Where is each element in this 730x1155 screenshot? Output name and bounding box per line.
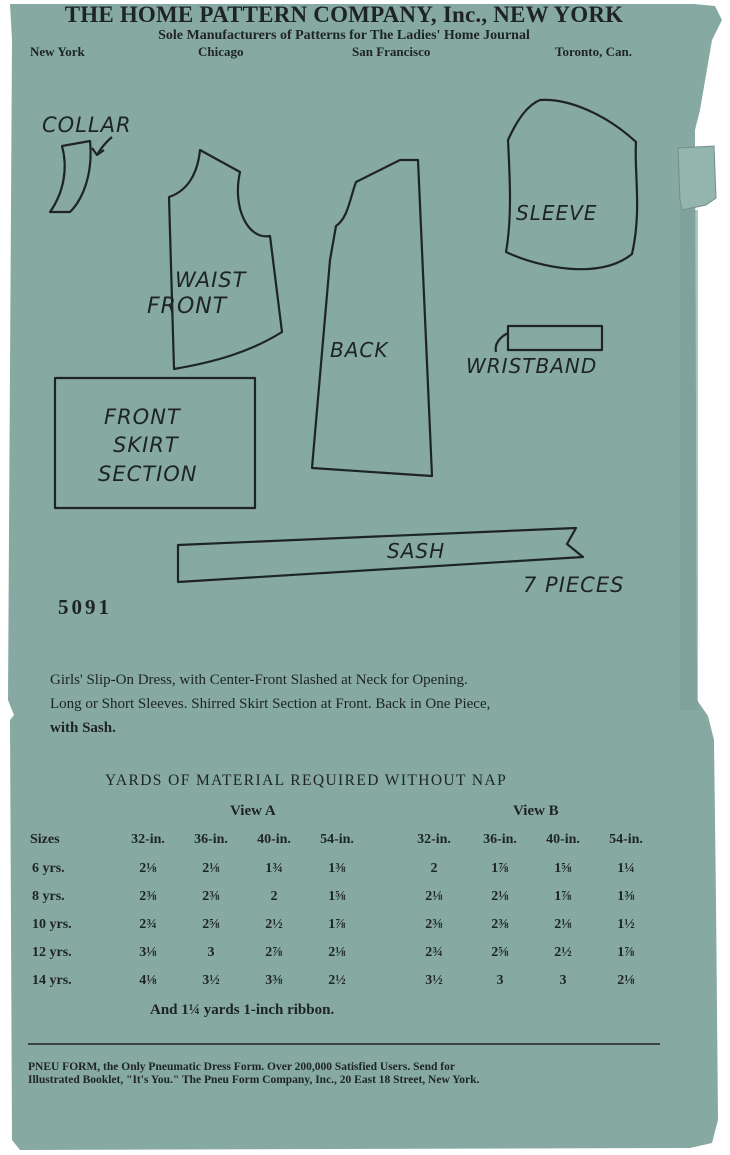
company-title: THE HOME PATTERN COMPANY, Inc., NEW YORK xyxy=(64,2,624,27)
yardage-cell-view-b: 3½ xyxy=(425,973,443,988)
yardage-cell-view-b: 1⅝ xyxy=(554,861,572,876)
yardage-cell-view-a: 4⅛ xyxy=(139,973,157,988)
waist-front-label-line1: WAIST xyxy=(175,268,247,292)
front-skirt-label-line1: FRONT xyxy=(104,405,181,429)
width-header-view-b: 36-in. xyxy=(483,832,517,847)
yardage-cell-view-a: 2½ xyxy=(265,917,283,932)
city-toronto: Toronto, Can. xyxy=(555,44,632,59)
yardage-cell-view-a: 2¾ xyxy=(139,917,157,932)
size-label: 12 yrs. xyxy=(32,945,72,960)
width-header-view-b: 32-in. xyxy=(417,832,451,847)
waist-front-piece xyxy=(167,148,284,371)
city-new-york: New York xyxy=(30,44,85,59)
yardage-cell-view-b: 3 xyxy=(559,973,567,988)
yardage-cell-view-b: 2⅛ xyxy=(491,889,509,904)
yardage-cell-view-a: 3 xyxy=(207,945,215,960)
view-b-label: View B xyxy=(513,803,559,819)
waist-front-label-line2: FRONT xyxy=(147,294,228,319)
yardage-cell-view-a: 1⅞ xyxy=(328,917,346,932)
sash-piece xyxy=(176,526,585,584)
sash-label: SASH xyxy=(387,539,446,563)
footer-ad-line1: PNEU FORM, the Only Pneumatic Dress Form… xyxy=(28,1061,455,1073)
yardage-cell-view-b: 2⅝ xyxy=(491,945,509,960)
yardage-cell-view-b: 2½ xyxy=(554,945,572,960)
description-line1: Girls' Slip-On Dress, with Center-Front … xyxy=(50,672,468,688)
front-skirt-label-line3: SECTION xyxy=(98,462,198,486)
yardage-cell-view-b: 2⅛ xyxy=(554,917,572,932)
wristband-label: WRISTBAND xyxy=(466,354,598,378)
view-a-label: View A xyxy=(230,803,276,819)
envelope-flap-tab xyxy=(677,145,717,211)
yardage-cell-view-b: 1⅞ xyxy=(554,889,572,904)
back-label: BACK xyxy=(330,338,389,362)
size-label: 14 yrs. xyxy=(32,973,72,988)
yardage-cell-view-a: 2 xyxy=(270,889,278,904)
pattern-number: 5091 xyxy=(58,595,112,619)
yardage-cell-view-a: 3½ xyxy=(202,973,220,988)
yardage-cell-view-a: 2⅜ xyxy=(202,889,220,904)
envelope-shade xyxy=(680,210,698,710)
city-chicago: Chicago xyxy=(198,44,244,59)
footer-ad-line2: Illustrated Booklet, "It's You." The Pne… xyxy=(28,1074,480,1086)
size-label: 8 yrs. xyxy=(32,889,65,904)
front-skirt-section-piece xyxy=(53,376,257,510)
ribbon-note: And 1¼ yards 1-inch ribbon. xyxy=(150,1002,335,1018)
yardage-cell-view-a: 1¾ xyxy=(265,861,283,876)
wristband-pointer xyxy=(494,332,509,353)
sleeve-piece xyxy=(504,98,639,271)
yardage-cell-view-a: 2⅞ xyxy=(265,945,283,960)
yardage-cell-view-b: 2¾ xyxy=(425,945,443,960)
yardage-cell-view-b: 1⅞ xyxy=(617,945,635,960)
yardage-cell-view-a: 3⅜ xyxy=(265,973,283,988)
back-piece xyxy=(310,158,434,478)
yardage-cell-view-a: 2⅝ xyxy=(202,917,220,932)
yardage-cell-view-a: 2⅛ xyxy=(328,945,346,960)
front-skirt-label-line2: SKIRT xyxy=(113,433,179,457)
yardage-cell-view-a: 2⅛ xyxy=(202,861,220,876)
yardage-cell-view-a: 2½ xyxy=(328,973,346,988)
width-header-view-a: 36-in. xyxy=(194,832,228,847)
envelope-body xyxy=(8,4,722,1150)
collar-label: COLLAR xyxy=(42,113,132,137)
company-subtitle: Sole Manufacturers of Patterns for The L… xyxy=(158,28,530,43)
yardage-cell-view-b: 1½ xyxy=(617,917,635,932)
size-label: 10 yrs. xyxy=(32,917,72,932)
yardage-cell-view-a: 1⅜ xyxy=(328,861,346,876)
sleeve-label: SLEEVE xyxy=(516,201,598,225)
yardage-cell-view-b: 2⅛ xyxy=(425,889,443,904)
yardage-cell-view-a: 2⅛ xyxy=(139,861,157,876)
description-line3: with Sash. xyxy=(50,720,116,736)
yardage-cell-view-b: 1⅞ xyxy=(491,861,509,876)
width-header-view-b: 40-in. xyxy=(546,832,580,847)
yardage-cell-view-b: 2⅜ xyxy=(425,917,443,932)
yardage-cell-view-a: 1⅝ xyxy=(328,889,346,904)
yardage-cell-view-b: 1¼ xyxy=(617,861,635,876)
width-header-view-b: 54-in. xyxy=(609,832,643,847)
yardage-cell-view-a: 3⅛ xyxy=(139,945,157,960)
collar-arrow xyxy=(91,136,113,157)
yardage-cell-view-b: 3 xyxy=(496,973,504,988)
collar-piece xyxy=(48,139,92,214)
yardage-cell-view-b: 1⅜ xyxy=(617,889,635,904)
yardage-cell-view-b: 2⅜ xyxy=(491,917,509,932)
yardage-cell-view-b: 2 xyxy=(430,861,438,876)
city-san-francisco: San Francisco xyxy=(352,44,431,59)
sizes-header: Sizes xyxy=(30,832,60,847)
piece-count-label: 7 PIECES xyxy=(523,573,625,597)
size-label: 6 yrs. xyxy=(32,861,65,876)
wristband-piece xyxy=(506,324,604,352)
width-header-view-a: 32-in. xyxy=(131,832,165,847)
width-header-view-a: 54-in. xyxy=(320,832,354,847)
yardage-cell-view-a: 2⅜ xyxy=(139,889,157,904)
description-line2: Long or Short Sleeves. Shirred Skirt Sec… xyxy=(50,696,491,712)
yardage-table-title: YARDS OF MATERIAL REQUIRED WITHOUT NAP xyxy=(105,772,508,789)
yardage-cell-view-b: 2⅛ xyxy=(617,973,635,988)
width-header-view-a: 40-in. xyxy=(257,832,291,847)
